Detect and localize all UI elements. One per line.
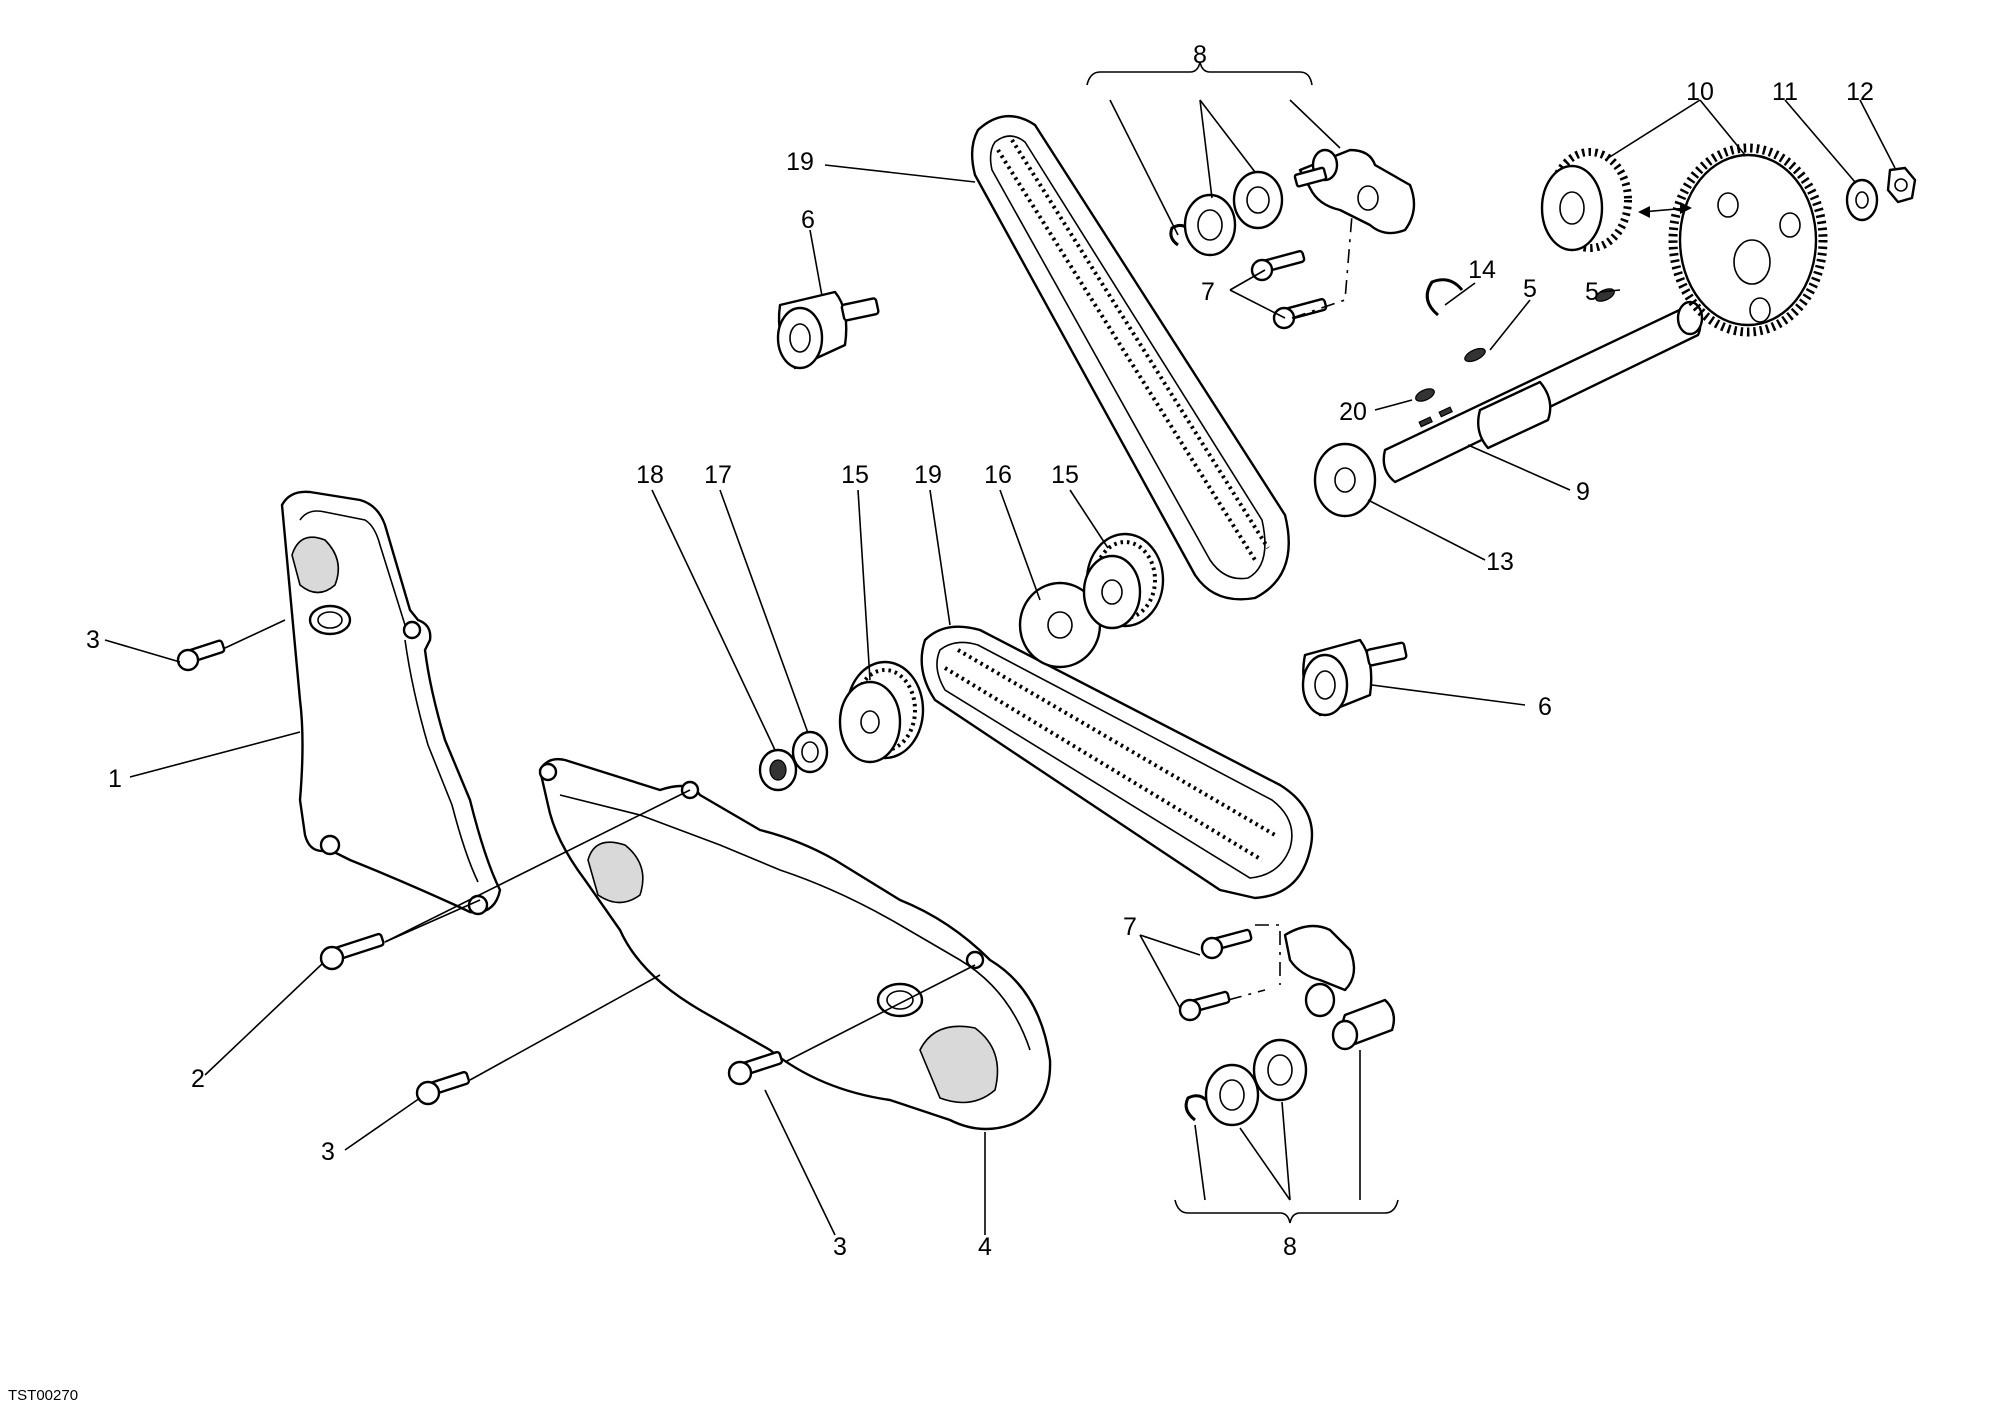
- part-10-gear-large: [1668, 143, 1828, 337]
- callout-19-mid: 19: [914, 461, 942, 489]
- part-18-nut: [758, 748, 798, 792]
- callout-19-top: 19: [786, 148, 814, 176]
- part-7-screw-bottom-a: [1200, 928, 1253, 960]
- part-7-screw-top-b: [1272, 298, 1328, 330]
- leader-lines: [104, 61, 1896, 1236]
- part-12-nut: [1886, 166, 1917, 204]
- callout-16: 16: [984, 461, 1012, 489]
- drawing-code: TST00270: [8, 1387, 78, 1404]
- part-5-key-a: [1464, 347, 1486, 363]
- callout-13: 13: [1486, 548, 1514, 576]
- callout-12: 12: [1846, 78, 1874, 106]
- callout-10: 10: [1686, 78, 1714, 106]
- part-9-shaft: [1382, 300, 1704, 484]
- callout-14: 14: [1468, 256, 1496, 284]
- part-7-screw-top-a: [1250, 250, 1306, 282]
- part-1-belt-cover-front: [280, 490, 502, 916]
- gear-mesh-arrow: [1638, 202, 1692, 218]
- part-3-screw-c: [727, 1050, 784, 1086]
- callout-5-b: 5: [1585, 278, 1599, 306]
- part-15-pulley-lower: [838, 660, 925, 764]
- callout-15-a: 15: [841, 461, 869, 489]
- callout-8-top: 8: [1193, 41, 1207, 69]
- part-19-timing-belt-upper: [970, 114, 1290, 601]
- part-11-washer: [1845, 178, 1879, 222]
- part-7-screw-bottom-b: [1178, 990, 1231, 1022]
- callout-3-c: 3: [833, 1233, 847, 1261]
- part-15-pulley-upper: [1082, 532, 1165, 630]
- part-6-tensioner-roller-right: [1301, 638, 1408, 717]
- part-14-circlip: [1425, 278, 1464, 317]
- part-19-timing-belt-lower: [920, 625, 1314, 900]
- callout-7-top: 7: [1201, 278, 1215, 306]
- callout-8-bottom: 8: [1283, 1233, 1297, 1261]
- part-3-screw-b: [415, 1070, 471, 1106]
- part-10-gear-small: [1540, 148, 1632, 252]
- callout-5-a: 5: [1523, 275, 1537, 303]
- callout-6-right: 6: [1538, 693, 1552, 721]
- callout-15-b: 15: [1051, 461, 1079, 489]
- callout-3-a: 3: [86, 626, 100, 654]
- callout-6-top: 6: [801, 206, 815, 234]
- callout-20: 20: [1339, 398, 1367, 426]
- part-8-tensioner-assembly-bottom: [1184, 924, 1396, 1127]
- callout-labels: 8 10 11 12 19 6 14 5 5 7 20 9 13 18 17 1…: [86, 41, 1874, 1261]
- callout-4: 4: [978, 1233, 992, 1261]
- callout-3-b: 3: [321, 1138, 335, 1166]
- part-8-tensioner-assembly-top: [1169, 148, 1416, 257]
- callout-18: 18: [636, 461, 664, 489]
- callout-17: 17: [704, 461, 732, 489]
- callout-7-bottom: 7: [1123, 913, 1137, 941]
- part-13-washer: [1313, 442, 1377, 518]
- part-4-belt-cover-rear: [538, 757, 1052, 1131]
- callout-11: 11: [1772, 78, 1798, 106]
- part-2-screw: [319, 932, 385, 971]
- part-20-key: [1415, 388, 1435, 402]
- callout-1: 1: [108, 765, 122, 793]
- part-17-washer: [791, 730, 829, 774]
- callout-9: 9: [1576, 478, 1590, 506]
- part-3-screw-a: [176, 639, 226, 672]
- alignment-lines: [1227, 214, 1353, 1001]
- part-6-tensioner-roller-top: [776, 290, 880, 370]
- callout-2: 2: [191, 1065, 205, 1093]
